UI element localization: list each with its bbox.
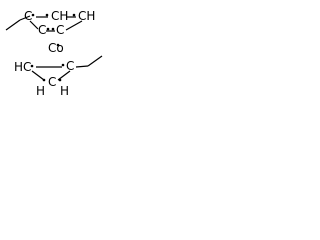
radical-dot-upper-right bbox=[72, 13, 76, 17]
lower-ring-bond-2 bbox=[31, 70, 45, 81]
lower-ring-bond-3 bbox=[57, 70, 71, 81]
upper-ring-bond-3 bbox=[29, 20, 39, 30]
radical-dot-upper-top bbox=[45, 13, 49, 17]
upper-ring-left-carbon: C bbox=[24, 9, 32, 23]
lower-ring-bottom-carbon: C bbox=[48, 75, 56, 89]
upper-cyclopentadienyl-ring: C CH CH C C bbox=[24, 9, 95, 37]
lower-ring-upper-left-carbon: HC bbox=[14, 60, 31, 74]
radical-dot-upper-lower-left bbox=[46, 27, 50, 31]
upper-ring-top-carbon: CH bbox=[51, 9, 68, 23]
upper-ring-bond-4 bbox=[65, 20, 83, 31]
ferrocene-like-structure-diagram: C CH CH C C Co HC C H H C bbox=[5, 9, 103, 98]
lower-ethyl-bond-2 bbox=[87, 55, 103, 67]
upper-ring-right-carbon: CH bbox=[78, 9, 95, 23]
radical-dot-upper-lower-right bbox=[51, 27, 55, 31]
cobalt-radical-dot bbox=[56, 43, 60, 47]
radical-dot-lower-upper-left bbox=[30, 64, 34, 68]
upper-ethyl-bond-1 bbox=[5, 19, 21, 31]
lower-ring-upper-right-carbon: C bbox=[66, 59, 74, 73]
cobalt-atom-label: Co bbox=[48, 41, 64, 55]
upper-ethyl-bond-2 bbox=[19, 15, 31, 21]
radical-dot-upper-left bbox=[31, 13, 35, 17]
lower-ring-lower-right-carbon: H bbox=[60, 84, 69, 98]
lower-cyclopentadienyl-ring: HC C H H C bbox=[14, 59, 74, 98]
upper-ring-lower-right-carbon: C bbox=[56, 23, 64, 37]
lower-ring-lower-left-carbon: H bbox=[36, 84, 45, 98]
upper-ring-lower-left-carbon: C bbox=[38, 23, 46, 37]
lower-ethyl-bond-1 bbox=[75, 65, 89, 68]
radical-dot-lower-upper-right bbox=[61, 63, 65, 67]
